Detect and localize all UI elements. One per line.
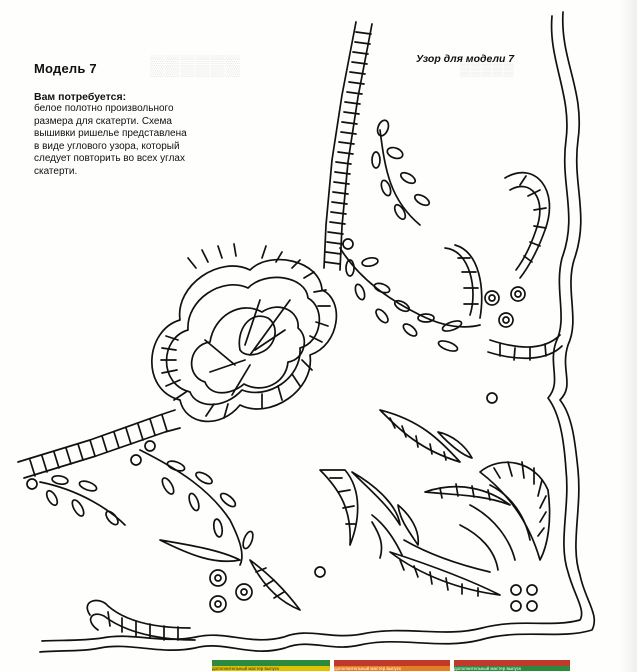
footer-strip-bar [454,660,570,666]
model-title: Модель 7 [34,61,97,76]
curl-motifs [86,171,563,641]
materials-line: белое полотно произвольного [34,103,174,114]
materials-line: вышивки ришелье представлена [34,128,187,139]
inner-border [41,15,583,642]
footer-strip-bar [212,660,330,666]
footer-strip-label: дополнительный мастер выпуск [454,666,570,671]
pattern-caption: Узор для модели 7 [416,53,515,65]
sprig-upper [339,119,481,352]
footer-strip: дополнительный мастер выпуск [212,660,330,672]
ladder-band-diagonal [17,409,181,479]
footer-strip-bar [334,660,450,666]
page-edge-shadow [619,0,637,672]
footer-strip-label: дополнительный мастер выпуск [334,666,450,671]
bleed-through-text: ▒▒▒▒▒▒ [150,55,242,77]
footer-strip: дополнительный мастер выпуск [454,660,570,672]
materials-description: белое полотно произвольного размера для … [34,103,210,178]
footer-strip: дополнительный мастер выпуск [334,660,450,672]
scalloped-border [39,11,596,653]
ladder-band-vertical [323,21,373,271]
sprig-lower [26,440,254,566]
materials-line: размера для скатерти. Схема [34,115,172,127]
footer-strip-label: дополнительный мастер выпуск [212,666,330,671]
bleed-through-text: ▒▒▒▒▒ [460,60,515,76]
materials-line: скатерти. [34,165,78,177]
materials-heading: Вам потребуется: [34,91,127,103]
materials-line: следует повторить во всех углах [34,153,185,164]
flower-motif [151,243,338,423]
materials-line: в виде углового узора, который [34,140,180,152]
